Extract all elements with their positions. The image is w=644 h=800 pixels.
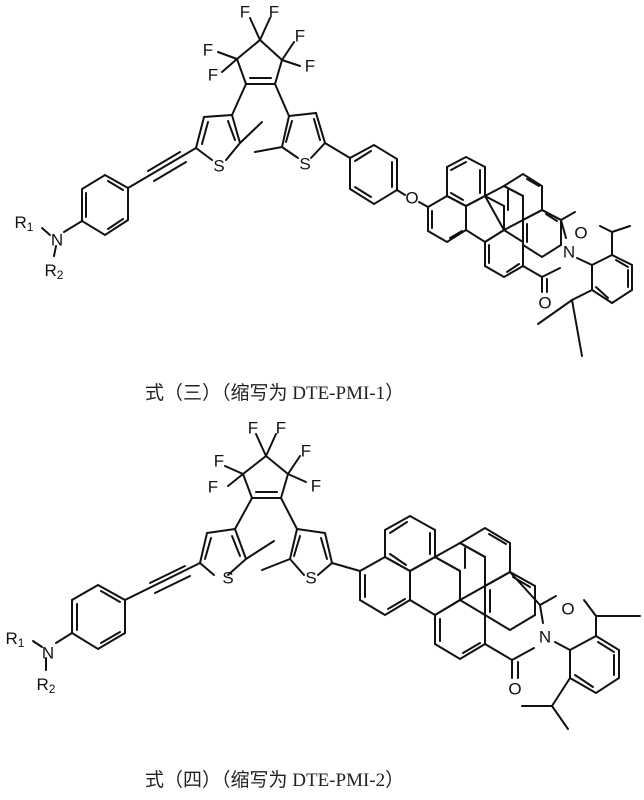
fluorine-label: F <box>248 419 258 438</box>
r1-label: R1 <box>6 629 25 651</box>
r1-label: R1 <box>15 213 34 235</box>
thiophene-right <box>254 83 327 159</box>
caption-formula-3: 式（三）（缩写为 DTE-PMI-1） <box>145 383 405 404</box>
oxygen-label: O <box>574 224 587 243</box>
aniline-benzene <box>41 173 129 257</box>
fluorine-label: F <box>203 41 213 60</box>
imide-nitrogen-label: N <box>539 628 551 647</box>
aniline-benzene <box>32 583 126 671</box>
sulfur-label: S <box>299 155 310 174</box>
phenoxy-benzene <box>324 142 429 208</box>
oxygen-label: O <box>538 294 551 313</box>
structure-dte-pmi-1: F F F F F F S S O O O N N R1 R2 <box>15 3 633 357</box>
thiophene-left <box>198 497 275 576</box>
thiophene-right <box>261 497 334 576</box>
r2-label: R2 <box>37 675 56 697</box>
oxygen-label: O <box>508 680 521 699</box>
fluorine-label: F <box>311 477 321 496</box>
diisopropylphenyl <box>537 225 633 357</box>
alkyne-linker <box>124 562 201 601</box>
structure-dte-pmi-2: F F F F F F S S O O N N R1 R2 <box>6 419 641 730</box>
thiophene-left <box>194 83 263 161</box>
fluorine-label: F <box>276 419 286 438</box>
diisopropylphenyl <box>521 599 641 730</box>
perfluorocyclopentene-ring <box>217 17 301 85</box>
sulfur-label: S <box>305 569 316 588</box>
oxygen-label: O <box>561 600 574 619</box>
imide-nitrogen-label: N <box>563 243 575 262</box>
fluorine-label: F <box>295 27 305 46</box>
sulfur-label: S <box>213 157 224 176</box>
fluorine-label: F <box>214 452 224 471</box>
oxygen-linker-label: O <box>405 189 418 208</box>
perfluorocyclopentene-ring <box>224 433 307 499</box>
amine-nitrogen-label: N <box>42 644 54 663</box>
fluorine-label: F <box>240 3 250 22</box>
fluorine-label: F <box>301 442 311 461</box>
fluorine-label: F <box>269 3 279 22</box>
amine-nitrogen-label: N <box>51 231 63 250</box>
caption-formula-4: 式（四）（缩写为 DTE-PMI-2） <box>145 770 405 791</box>
fluorine-label: F <box>208 478 218 497</box>
alkyne-linker <box>127 147 197 189</box>
fluorine-label: F <box>305 57 315 76</box>
r2-label: R2 <box>45 261 64 283</box>
imide-ring <box>484 571 571 679</box>
perylene-core <box>331 514 536 661</box>
imide-ring <box>522 209 593 293</box>
perylene-core <box>427 155 562 279</box>
sulfur-label: S <box>222 569 233 588</box>
fluorine-label: F <box>208 66 218 85</box>
